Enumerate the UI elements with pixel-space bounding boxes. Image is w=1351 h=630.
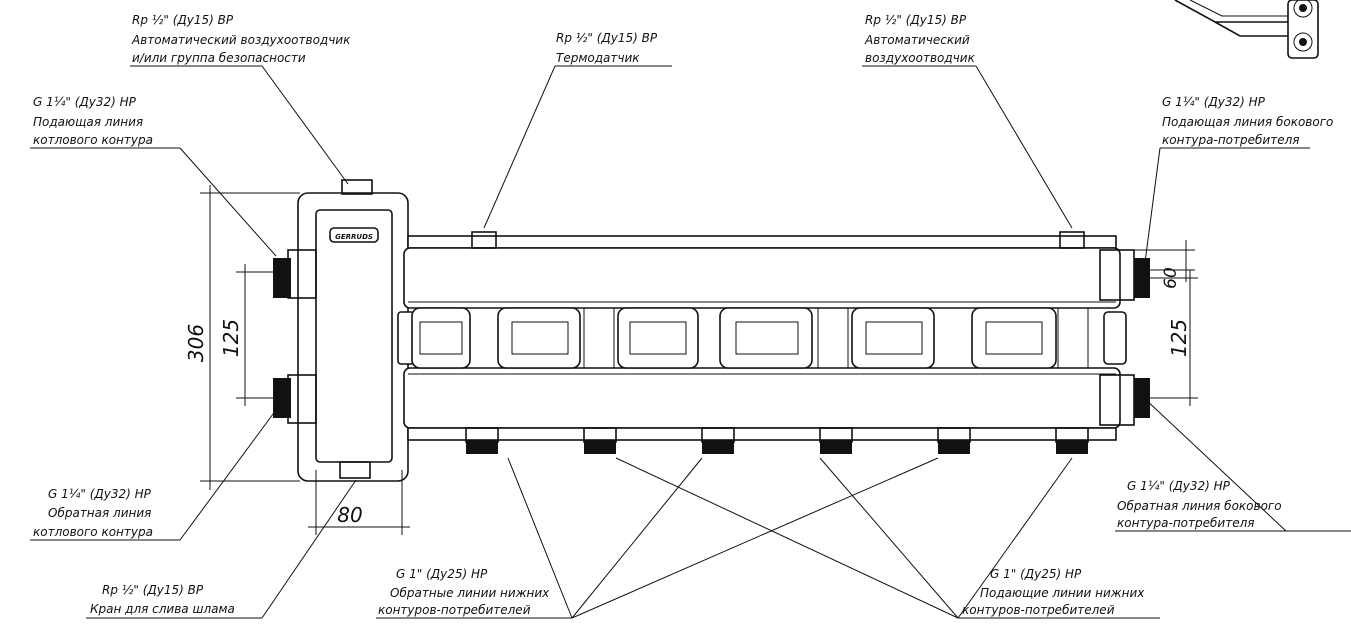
svg-text:Rp ½" (Ду15) ВР: Rp ½" (Ду15) ВР xyxy=(865,13,967,27)
svg-text:Подающие линии нижних: Подающие линии нижних xyxy=(980,586,1145,600)
svg-text:G 1¼" (Ду32) НР: G 1¼" (Ду32) НР xyxy=(48,487,152,501)
outlet-thread-3 xyxy=(702,440,734,454)
svg-text:Автоматический воздухоотводчик: Автоматический воздухоотводчик xyxy=(131,33,351,47)
svg-text:воздухоотводчик: воздухоотводчик xyxy=(865,51,976,65)
hydraulic-separator: GERRUDS xyxy=(287,179,409,482)
svg-text:G 1" (Ду25) НР: G 1" (Ду25) НР xyxy=(990,567,1082,581)
outlet-thread-4 xyxy=(820,440,852,454)
distribution-manifold xyxy=(397,231,1135,441)
svg-text:Автоматический: Автоматический xyxy=(864,33,970,47)
callout-supply-boiler: G 1¼" (Ду32) НР Подающая линия котлового… xyxy=(33,95,153,147)
svg-text:Rp ½" (Ду15) ВР: Rp ½" (Ду15) ВР xyxy=(556,31,658,45)
callout-air-vent: Rp ½" (Ду15) ВР Автоматический воздухоот… xyxy=(864,13,976,65)
svg-text:Обратная линия бокового: Обратная линия бокового xyxy=(1117,499,1282,513)
left-top-thread xyxy=(273,258,291,298)
callout-return-side: G 1¼" (Ду32) НР Обратная линия бокового … xyxy=(1117,479,1282,530)
svg-text:котлового контура: котлового контура xyxy=(33,525,153,539)
callout-supply-lower: G 1" (Ду25) НР Подающие линии нижних кон… xyxy=(962,567,1145,617)
callout-return-boiler: G 1¼" (Ду32) НР Обратная линия котлового… xyxy=(33,487,153,539)
dimension-lines xyxy=(200,185,1198,535)
leader-lines xyxy=(30,65,1351,619)
callout-supply-side: G 1¼" (Ду32) НР Подающая линия бокового … xyxy=(1162,95,1333,147)
svg-text:Rp ½" (Ду15) ВР: Rp ½" (Ду15) ВР xyxy=(132,13,234,27)
svg-text:Кран для слива шлама: Кран для слива шлама xyxy=(90,602,235,616)
svg-text:Обратные линии нижних: Обратные линии нижних xyxy=(390,586,550,600)
right-bottom-thread xyxy=(1134,378,1150,418)
callout-sludge-drain: Rp ½" (Ду15) ВР Кран для слива шлама xyxy=(90,583,235,616)
svg-text:G 1" (Ду25) НР: G 1" (Ду25) НР xyxy=(396,567,488,581)
dim-80: 80 xyxy=(337,503,362,527)
callout-thermo-sensor: Rp ½" (Ду15) ВР Термодатчик xyxy=(556,31,658,65)
svg-text:контуров-потребителей: контуров-потребителей xyxy=(962,603,1115,617)
svg-text:и/или группа безопасности: и/или группа безопасности xyxy=(132,51,306,65)
svg-text:G 1¼" (Ду32) НР: G 1¼" (Ду32) НР xyxy=(1162,95,1266,109)
outlet-thread-5 xyxy=(938,440,970,454)
svg-text:G 1¼" (Ду32) НР: G 1¼" (Ду32) НР xyxy=(33,95,137,109)
right-top-thread xyxy=(1134,258,1150,298)
svg-text:Термодатчик: Термодатчик xyxy=(556,51,640,65)
svg-text:контура-потребителя: контура-потребителя xyxy=(1117,516,1254,530)
svg-text:котлового контура: котлового контура xyxy=(33,133,153,147)
dim-60: 60 xyxy=(1161,267,1181,289)
callout-return-lower: G 1" (Ду25) НР Обратные линии нижних кон… xyxy=(378,567,550,617)
svg-text:Подающая линия: Подающая линия xyxy=(33,115,143,129)
isometric-preview-fragment xyxy=(1174,0,1319,59)
svg-text:G 1¼" (Ду32) НР: G 1¼" (Ду32) НР xyxy=(1127,479,1231,493)
svg-text:Rp ½" (Ду15) ВР: Rp ½" (Ду15) ВР xyxy=(102,583,204,597)
brand-text: GERRUDS xyxy=(335,233,373,241)
dim-306: 306 xyxy=(184,324,208,362)
outlet-thread-2 xyxy=(584,440,616,454)
svg-text:Подающая линия бокового: Подающая линия бокового xyxy=(1162,115,1333,129)
dim-125-left: 125 xyxy=(219,319,243,357)
svg-text:контуров-потребителей: контуров-потребителей xyxy=(378,603,531,617)
dim-125-right: 125 xyxy=(1167,319,1191,357)
circuit-loops xyxy=(411,307,1089,369)
brand-plate xyxy=(329,227,379,243)
svg-text:Обратная линия: Обратная линия xyxy=(48,506,151,520)
outlet-thread-6 xyxy=(1056,440,1088,454)
outlet-thread-1 xyxy=(466,440,498,454)
callout-air-vent-safety: Rp ½" (Ду15) ВР Автоматический воздухоот… xyxy=(131,13,351,65)
svg-text:контура-потребителя: контура-потребителя xyxy=(1162,133,1299,147)
